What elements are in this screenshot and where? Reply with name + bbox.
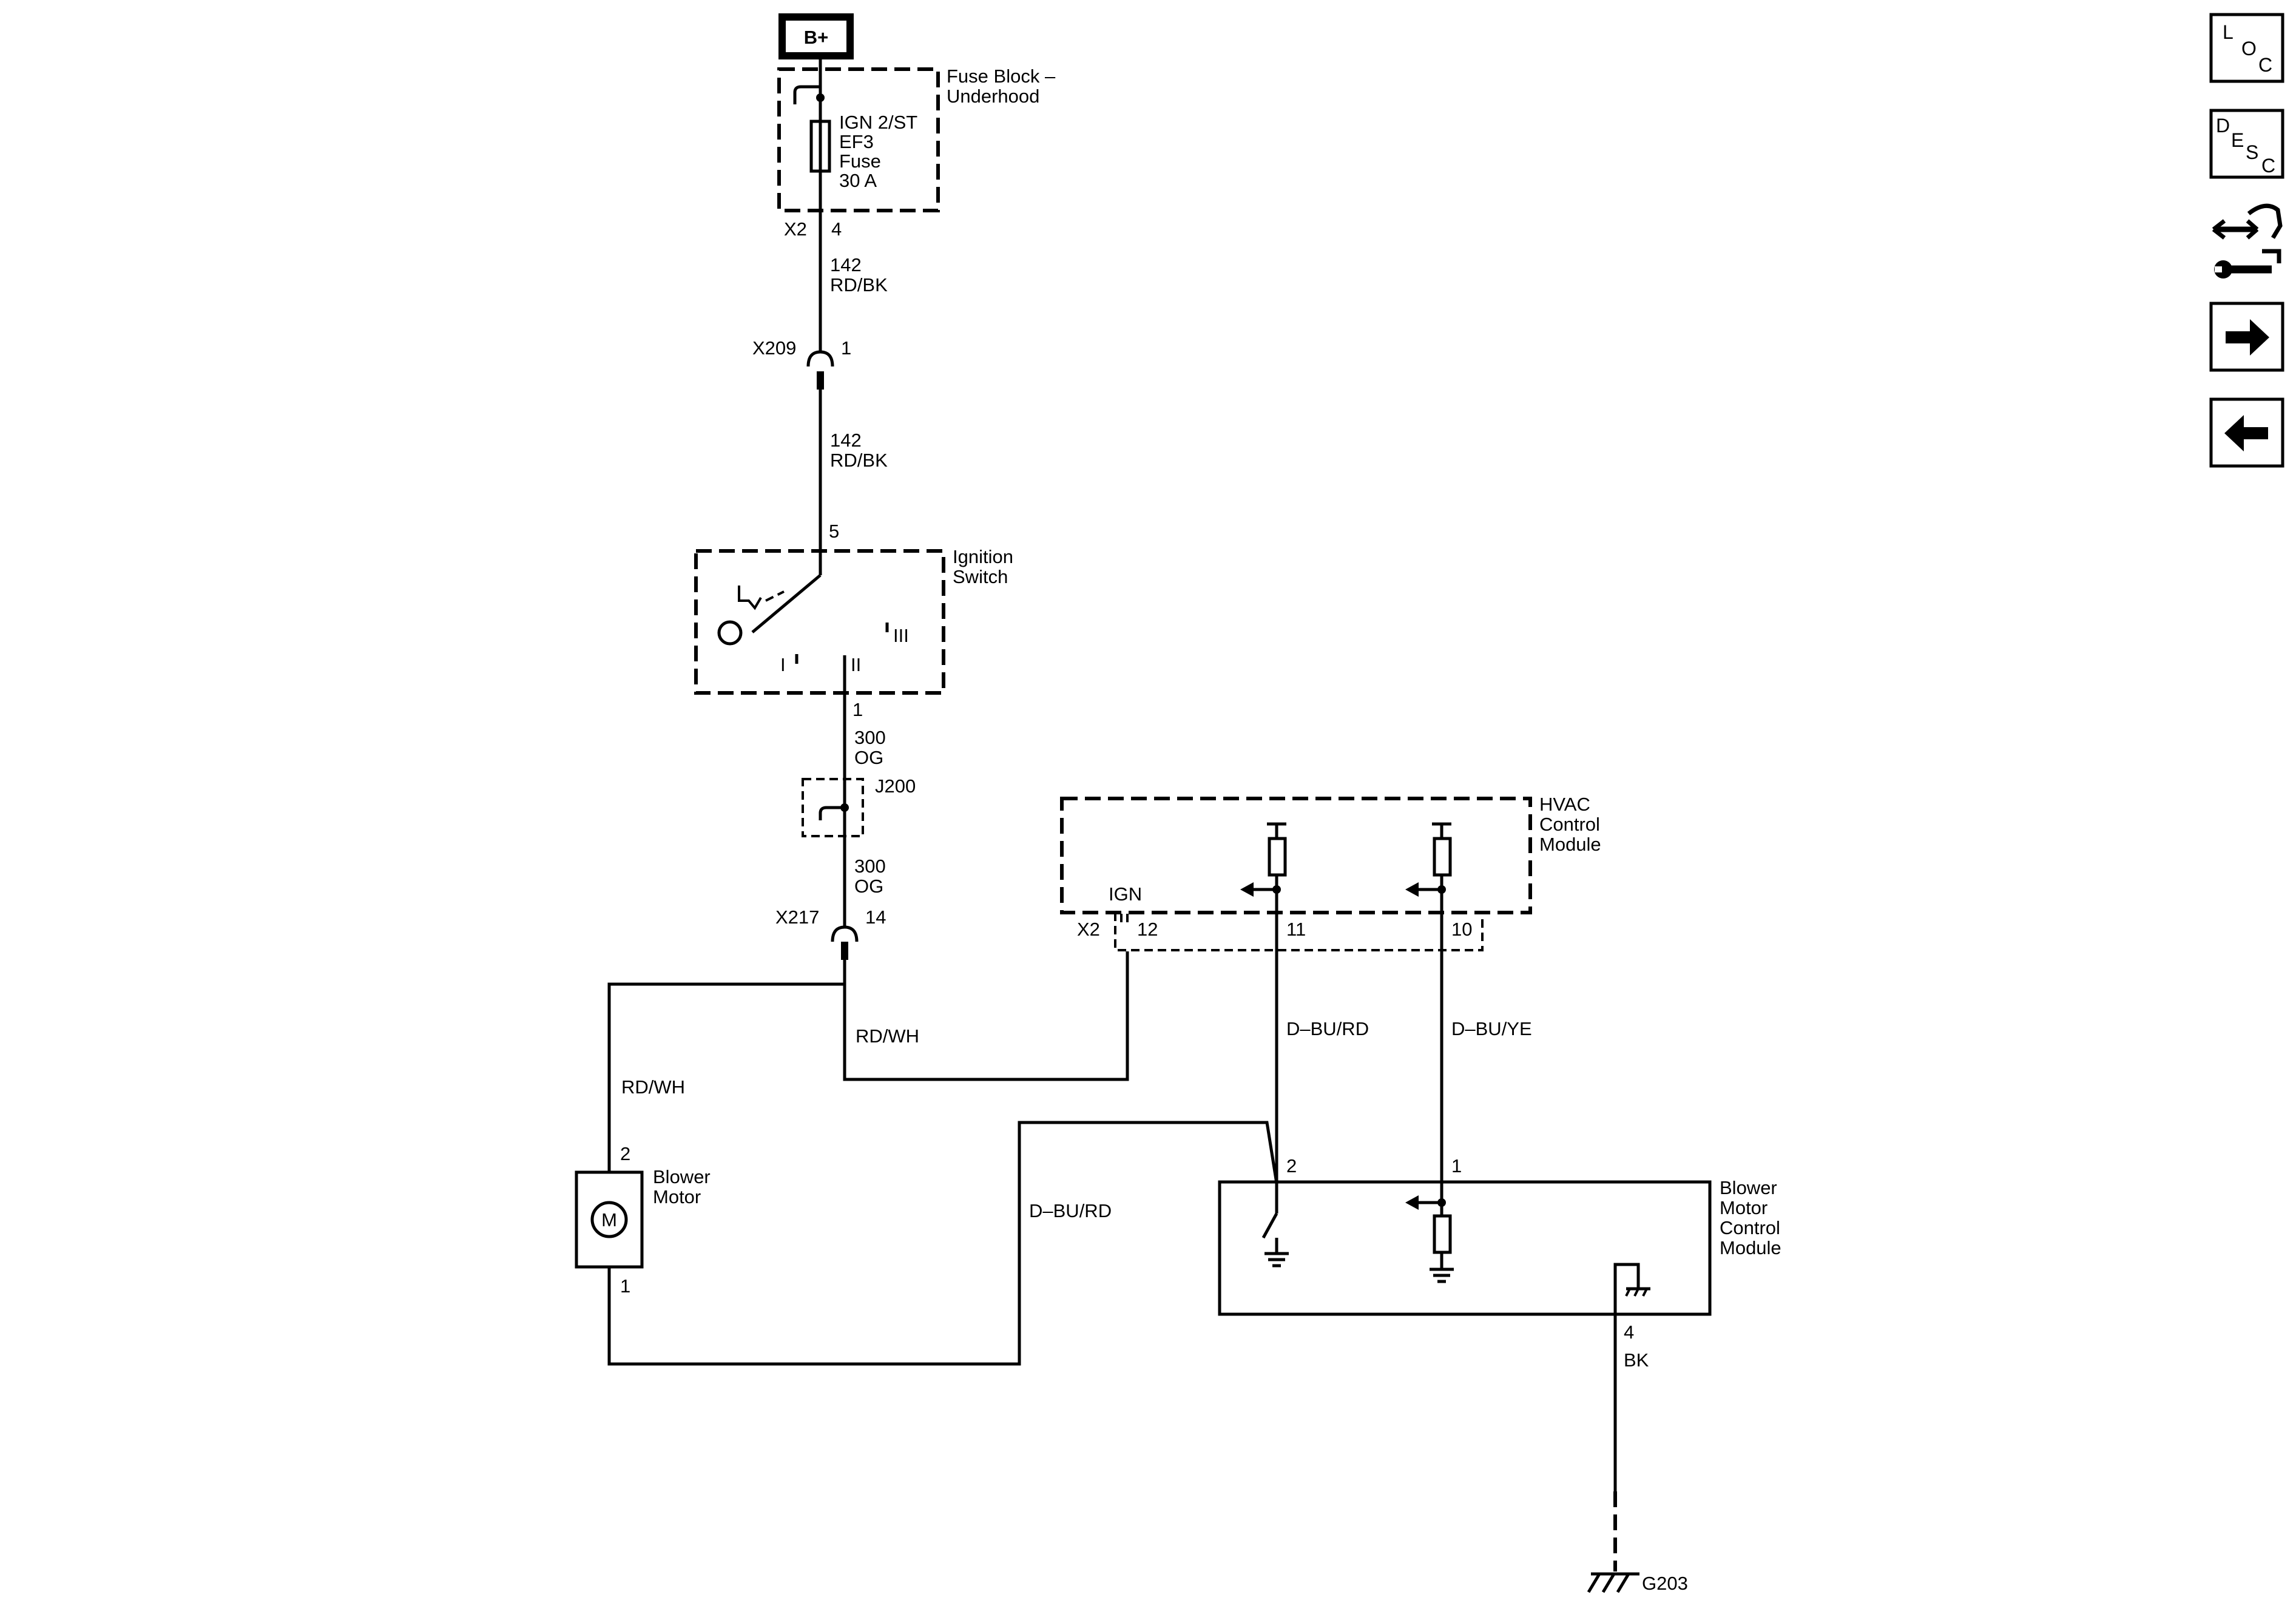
hvac-pin-b: 10 bbox=[1451, 919, 1472, 940]
blower-motor: 2 M Blower Motor 1 bbox=[575, 1143, 711, 1297]
hvac-name-3: Module bbox=[1539, 834, 1601, 855]
arrow-right-icon bbox=[2226, 319, 2269, 356]
battery-label: B+ bbox=[804, 27, 829, 48]
blower-motor-name-2: Motor bbox=[653, 1186, 701, 1207]
bmcm-pin-1: 1 bbox=[1451, 1155, 1462, 1176]
x209-pin: 1 bbox=[841, 337, 851, 359]
blower-pin-top: 2 bbox=[620, 1143, 630, 1164]
bmcm-name-2: Motor bbox=[1720, 1197, 1768, 1218]
wire-300-lower-circuit: 300 bbox=[854, 856, 886, 877]
desc-letter-c: C bbox=[2261, 155, 2275, 177]
fuse-block-name-2: Underhood bbox=[947, 86, 1039, 107]
x209-label: X209 bbox=[752, 337, 796, 359]
loc-letter-l: L bbox=[2223, 21, 2234, 43]
hvac-pin-a: 11 bbox=[1286, 919, 1306, 940]
ignition-switch-name-2: Switch bbox=[953, 566, 1008, 587]
switch-blade bbox=[751, 574, 822, 633]
bmcm-name-1: Blower bbox=[1720, 1177, 1777, 1198]
loc-button[interactable]: L O C bbox=[2209, 13, 2284, 83]
ignition-pos-1: I bbox=[780, 654, 786, 675]
wire-300-upper-color: OG bbox=[854, 747, 883, 768]
fuse-block-underhood: Fuse Block – Underhood IGN 2/ST EF3 Fuse… bbox=[777, 66, 1056, 240]
desc-letter-d: D bbox=[2216, 115, 2230, 137]
connector-x217: X217 14 bbox=[775, 906, 886, 960]
wire-142-lower-circuit: 142 bbox=[830, 430, 862, 451]
bmcm-switch bbox=[1261, 1212, 1278, 1239]
wire-300-upper-circuit: 300 bbox=[854, 727, 886, 748]
previous-page-button[interactable] bbox=[2209, 397, 2284, 468]
motor-symbol: M bbox=[601, 1209, 617, 1230]
desc-button[interactable]: D E S C bbox=[2209, 109, 2284, 179]
fuse-name: IGN 2/ST bbox=[839, 112, 917, 133]
hvac-control-module: HVAC Control Module IGN X2 12 11 10 bbox=[1060, 794, 1601, 951]
fuse-bus-node bbox=[816, 93, 825, 102]
bmcm-pin-2: 2 bbox=[1286, 1155, 1297, 1176]
wire-rdwh-blower-color: RD/WH bbox=[621, 1076, 685, 1098]
wire-bk-ground-color: BK bbox=[1624, 1349, 1649, 1371]
bmcm-pin-4: 4 bbox=[1624, 1322, 1634, 1343]
ignition-pin-in: 5 bbox=[829, 521, 839, 542]
hvac-pin-ign: 12 bbox=[1137, 919, 1158, 940]
ignition-pin-out: 1 bbox=[853, 699, 863, 720]
next-page-button[interactable] bbox=[2209, 302, 2284, 372]
arrow-left-icon bbox=[2224, 415, 2268, 451]
wire-142-upper-circuit: 142 bbox=[830, 254, 862, 275]
wire-300-lower-color: OG bbox=[854, 876, 883, 897]
wire-dburd-hvac-color: D–BU/RD bbox=[1286, 1018, 1369, 1039]
connector-wrench-icon bbox=[2212, 203, 2283, 279]
wire-dburd-motor bbox=[607, 1121, 1278, 1366]
blower-pin-bottom: 1 bbox=[620, 1275, 630, 1297]
ignition-pos-3: III bbox=[893, 625, 909, 646]
hvac-name-2: Control bbox=[1539, 814, 1600, 835]
desc-letter-e: E bbox=[2231, 129, 2244, 151]
x217-pin: 14 bbox=[865, 906, 886, 928]
bmcm-name-4: Module bbox=[1720, 1237, 1781, 1258]
ignition-switch: 5 Ignition Switch I II III bbox=[694, 521, 1013, 695]
hvac-name-1: HVAC bbox=[1539, 794, 1590, 815]
ground-label: G203 bbox=[1642, 1573, 1688, 1594]
wire-142-lower-color: RD/BK bbox=[830, 450, 888, 471]
blower-motor-control-module: 2 1 Blower Motor Control Module 4 bbox=[1218, 1155, 1781, 1343]
bmcm-name-3: Control bbox=[1720, 1217, 1780, 1238]
hvac-connector: X2 bbox=[1077, 919, 1100, 940]
fuse-block-name-1: Fuse Block – bbox=[947, 66, 1056, 87]
fuse-type: Fuse bbox=[839, 150, 881, 172]
switch-pivot bbox=[717, 620, 743, 646]
wire-dburd-motor-color: D–BU/RD bbox=[1029, 1200, 1112, 1221]
wire-dbuye-hvac-color: D–BU/YE bbox=[1451, 1018, 1532, 1039]
connector-wrench-button[interactable] bbox=[2212, 203, 2283, 279]
desc-letter-s: S bbox=[2246, 141, 2258, 163]
x217-label: X217 bbox=[775, 906, 819, 928]
ground-g203: G203 bbox=[1587, 1572, 1688, 1594]
wire-142-upper-color: RD/BK bbox=[830, 274, 888, 295]
j200-label: J200 bbox=[875, 775, 916, 797]
fuse-block-pin: 4 bbox=[831, 218, 842, 240]
connector-x209: X209 1 bbox=[752, 337, 851, 390]
ignition-pos-2: II bbox=[851, 654, 861, 675]
blower-motor-name-1: Blower bbox=[653, 1166, 711, 1187]
wire-rdwh-hvac bbox=[843, 951, 1129, 1081]
wire-rdwh-hvac-color: RD/WH bbox=[856, 1025, 919, 1047]
loc-letter-o: O bbox=[2241, 38, 2257, 59]
battery-terminal: B+ bbox=[778, 13, 854, 59]
fuse-rating: 30 A bbox=[839, 170, 877, 191]
wire-rdwh-blower bbox=[607, 960, 846, 1171]
fuse-id: EF3 bbox=[839, 131, 874, 152]
loc-letter-c: C bbox=[2258, 54, 2272, 76]
key-symbol bbox=[738, 586, 762, 610]
splice-j200: J200 bbox=[802, 775, 916, 837]
fuse-block-connector: X2 bbox=[784, 218, 807, 240]
hvac-ign-label: IGN bbox=[1109, 883, 1142, 905]
ignition-switch-name-1: Ignition bbox=[953, 546, 1013, 567]
